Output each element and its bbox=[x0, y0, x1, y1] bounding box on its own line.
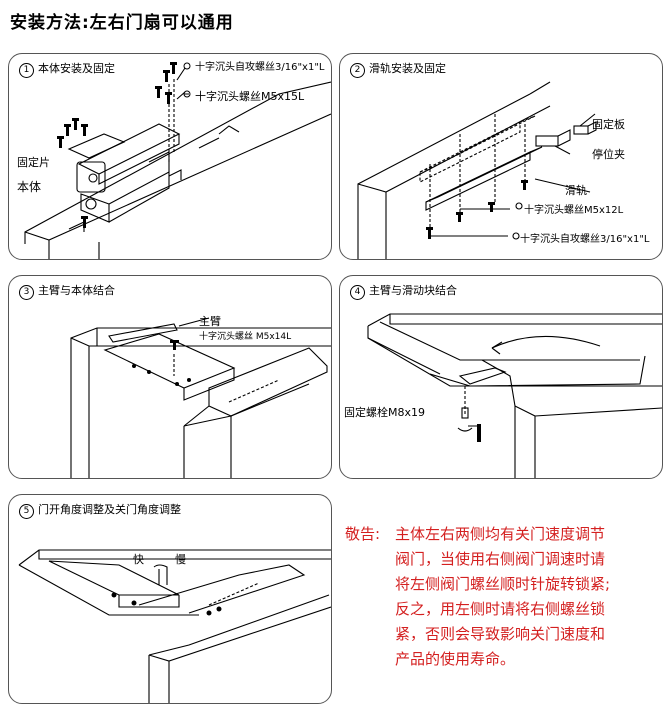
diagram-arm-slider bbox=[367, 313, 662, 478]
warning-line: 紧，否则会导致影响关门速度和 bbox=[395, 625, 606, 643]
label-slow: 慢 bbox=[175, 553, 186, 566]
diagram-arm-body bbox=[70, 317, 331, 478]
label-slide-rail: 滑轨 bbox=[565, 184, 587, 197]
label-main-arm: 主臂 bbox=[199, 315, 221, 328]
panel-arm-body: 3 主臂与本体结合 主臂 十字沉头螺丝 M5x14L bbox=[8, 275, 332, 479]
diagram-angle-adjust bbox=[18, 549, 331, 703]
panel2-title-text: 滑轨安装及固定 bbox=[369, 62, 446, 75]
label-fast: 快 bbox=[133, 553, 144, 566]
panel1-title: 1 本体安装及固定 bbox=[19, 60, 115, 78]
warning-body: 主体左右两侧均有关门速度调节 阀门，当使用右侧阀门调速时请 将左侧阀门螺丝顺时针… bbox=[395, 522, 665, 672]
label-m5x15-screw: 十字沉头螺丝M5x15L bbox=[195, 90, 305, 103]
panel4-title-text: 主臂与滑动块结合 bbox=[369, 284, 457, 297]
warning-line: 产品的使用寿命。 bbox=[395, 650, 516, 668]
warning-line: 将左侧阀门螺丝顺时针旋转锁紧; bbox=[395, 575, 611, 593]
label-m5x12-screw: 十字沉头螺丝M5x12L bbox=[524, 205, 624, 216]
panel2-title: 2 滑轨安装及固定 bbox=[350, 60, 446, 78]
page-title: 安装方法:左右门扇可以通用 bbox=[10, 13, 234, 33]
step-number: 4 bbox=[350, 285, 365, 300]
panel1-title-text: 本体安装及固定 bbox=[38, 62, 115, 75]
step-number: 3 bbox=[19, 285, 34, 300]
diagram-body-install bbox=[24, 62, 331, 259]
warning-line: 主体左右两侧均有关门速度调节 bbox=[395, 525, 606, 543]
label-stop-clip: 停位夹 bbox=[592, 148, 625, 161]
step-number: 5 bbox=[19, 504, 34, 519]
label-body: 本体 bbox=[17, 180, 42, 194]
panel4-title: 4 主臂与滑动块结合 bbox=[350, 282, 457, 300]
panel5-title: 5 门开角度调整及关门角度调整 bbox=[19, 501, 181, 519]
label-self-tap-screw-2: 十字沉头自攻螺丝3/16"x1"L bbox=[520, 234, 650, 245]
warning-line: 反之，用左侧时请将右侧螺丝锁 bbox=[395, 600, 606, 618]
diagram-rail-install bbox=[357, 81, 597, 259]
step-number: 1 bbox=[19, 63, 34, 78]
step-number: 2 bbox=[350, 63, 365, 78]
label-fixing-plate: 固定板 bbox=[592, 118, 625, 131]
panel3-title-text: 主臂与本体结合 bbox=[38, 284, 115, 297]
panel-angle-adjust: 5 门开角度调整及关门角度调整 快 慢 bbox=[8, 494, 332, 704]
warning-line: 阀门，当使用右侧阀门调速时请 bbox=[395, 550, 606, 568]
label-fixing-piece: 固定片 bbox=[17, 156, 50, 169]
label-m5x14-screw: 十字沉头螺丝 M5x14L bbox=[199, 332, 292, 342]
panel5-title-text: 门开角度调整及关门角度调整 bbox=[38, 503, 181, 516]
warning-head: 敬告: bbox=[345, 525, 381, 543]
panel-rail-install: 2 滑轨安装及固定 固定板 停位夹 滑轨 十字沉头螺丝M5x12L 十字沉头自攻螺… bbox=[339, 53, 663, 260]
label-self-tap-screw: 十字沉头自攻螺丝3/16"x1"L bbox=[195, 62, 325, 73]
panel3-title: 3 主臂与本体结合 bbox=[19, 282, 115, 300]
panel-arm-slider: 4 主臂与滑动块结合 固定螺栓M8x19 bbox=[339, 275, 663, 479]
label-fixing-bolt: 固定螺栓M8x19 bbox=[344, 406, 425, 419]
